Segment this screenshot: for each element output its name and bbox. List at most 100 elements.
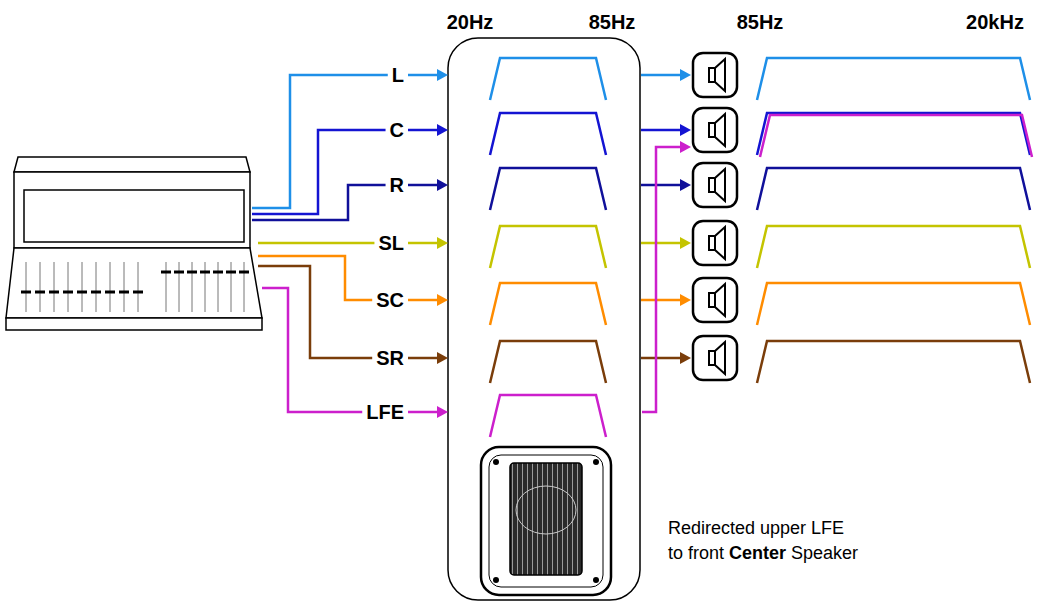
speaker-band-curve	[757, 341, 1030, 383]
speaker-icon	[693, 53, 737, 97]
fader-track	[205, 262, 206, 312]
console-wire	[252, 185, 386, 220]
arrow-head	[437, 124, 448, 136]
speaker-body	[693, 278, 737, 322]
speaker-driver	[709, 284, 725, 316]
fader-knob	[63, 291, 73, 294]
console-desk	[6, 248, 262, 318]
output-wire	[641, 184, 680, 187]
speaker-driver	[709, 227, 725, 259]
subwoofer-band-curve	[490, 283, 606, 325]
channel-label: R	[390, 175, 404, 195]
fader-knob	[119, 291, 129, 294]
output-wire	[641, 299, 680, 302]
arrow-head	[437, 237, 448, 249]
speaker-driver	[709, 59, 725, 91]
fader-knob	[49, 291, 59, 294]
fader-knob	[35, 291, 45, 294]
fader-knob	[77, 291, 87, 294]
channel-label: C	[390, 120, 404, 140]
console-wire	[252, 130, 386, 214]
fader-track	[231, 262, 232, 312]
channel-label: SR	[376, 348, 404, 368]
speaker-band-curve	[757, 283, 1030, 325]
arrow-head	[680, 237, 691, 249]
fader-knob	[213, 271, 223, 274]
output-wire	[641, 242, 680, 245]
redirect-wire	[642, 147, 680, 412]
fader-knob	[187, 271, 197, 274]
output-wire	[641, 357, 680, 360]
speaker-icon	[693, 163, 737, 207]
mixing-console	[6, 157, 262, 330]
input-wire	[408, 129, 437, 132]
subwoofer-band-curve	[490, 395, 606, 437]
fader-knob	[226, 271, 236, 274]
speaker-band-curve	[757, 58, 1030, 100]
fader-knob	[91, 291, 101, 294]
output-wire	[641, 129, 680, 132]
speaker-band-curve	[757, 226, 1030, 268]
fader-track	[82, 262, 83, 312]
input-wire	[408, 357, 437, 360]
subwoofer-band-curve	[490, 341, 606, 383]
input-wire	[408, 74, 437, 77]
note-text: Center	[729, 544, 786, 562]
subwoofer-band-curve	[490, 113, 606, 155]
arrow-head	[437, 294, 448, 306]
speaker-icon	[693, 221, 737, 265]
fader-knob	[200, 271, 210, 274]
arrow-head	[680, 124, 691, 136]
channel-label: SL	[378, 233, 404, 253]
note-text: Redirected upper LFE	[668, 519, 844, 537]
speaker-driver	[709, 169, 725, 201]
arrow-head	[437, 406, 448, 418]
redirected-band-curve	[760, 115, 1032, 157]
fader-track	[192, 262, 193, 312]
fader-track	[110, 262, 111, 312]
arrow-head	[437, 69, 448, 81]
console-wire	[262, 288, 362, 412]
subwoofer-band-curve	[490, 168, 606, 210]
speaker-icon	[693, 278, 737, 322]
frequency-label: 85Hz	[589, 12, 636, 32]
arrow-head	[680, 69, 691, 81]
console-lip	[6, 318, 262, 330]
subwoofer-band-curve	[490, 58, 606, 100]
speaker-band-curve	[757, 113, 1030, 155]
fader-knob	[133, 291, 143, 294]
subwoofer-panel	[448, 38, 640, 600]
speaker-body	[693, 163, 737, 207]
subwoofer-icon	[481, 447, 611, 595]
fader-track	[96, 262, 97, 312]
output-wire	[641, 74, 680, 77]
frequency-label: 20kHz	[966, 12, 1024, 32]
fader-group	[21, 262, 249, 312]
console-wire	[258, 266, 372, 358]
speaker-body	[693, 221, 737, 265]
console-wire	[258, 256, 372, 300]
arrow-head	[437, 179, 448, 191]
fader-knob	[174, 271, 184, 274]
arrow-head	[680, 179, 691, 191]
channel-label: SC	[376, 290, 404, 310]
wire-group	[252, 69, 691, 418]
fader-track	[124, 262, 125, 312]
curve-group	[490, 58, 1032, 437]
speaker-band-curve	[757, 168, 1030, 210]
frequency-label: 85Hz	[737, 12, 784, 32]
fader-track	[68, 262, 69, 312]
fader-knob	[21, 291, 31, 294]
speaker-icon	[693, 336, 737, 380]
note-text: to front	[668, 544, 724, 562]
channel-label: LFE	[366, 402, 404, 422]
subwoofer-band-curve	[490, 226, 606, 268]
arrow-head	[437, 352, 448, 364]
fader-track	[244, 262, 245, 312]
note-text: Speaker	[791, 544, 858, 562]
speaker-body	[693, 53, 737, 97]
speaker-group	[693, 53, 737, 380]
